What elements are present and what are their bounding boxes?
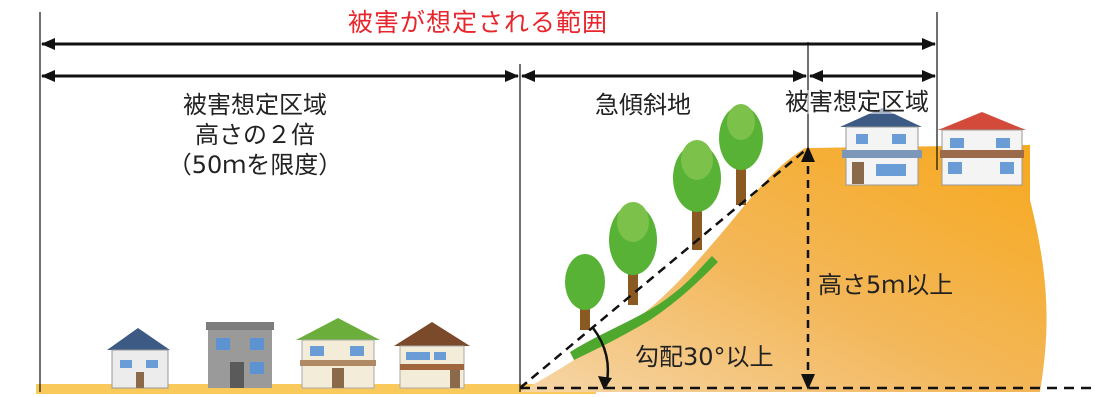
height-arrow-head-top (801, 146, 815, 162)
height-arrow-head-bottom (801, 374, 815, 390)
tree-1 (565, 254, 605, 330)
right-zone-label: 被害想定区域 (785, 88, 929, 116)
trees (565, 104, 763, 330)
house-gray (206, 322, 274, 388)
left-zone-line-2: 高さの２倍 (195, 121, 315, 149)
left-zone-label: 被害想定区域 高さの２倍 （50ｍを限度） (160, 90, 350, 180)
hill (520, 145, 1047, 392)
house-blue-roof (107, 328, 170, 389)
slope-line-dashed (519, 147, 809, 389)
tree-4 (719, 104, 763, 205)
house-hilltop-blue (840, 108, 922, 186)
tree-3 (673, 140, 721, 250)
grass-strip (570, 256, 718, 360)
slope-zone-label: 急傾斜地 (595, 91, 691, 119)
house-green-roof (296, 318, 380, 389)
gradient-label: 勾配30°以上 (635, 343, 774, 371)
left-zone-line-1: 被害想定区域 (183, 91, 327, 119)
tree-2 (609, 202, 657, 305)
height-label: 高さ5ｍ以上 (818, 271, 954, 299)
angle-arc-arrowhead (598, 376, 612, 390)
house-hilltop-red (938, 112, 1026, 186)
left-zone-line-3: （50ｍを限度） (167, 151, 343, 179)
ground-strip (36, 384, 596, 394)
diagram-title: 被害が想定される範囲 (348, 8, 609, 37)
house-brown-roof (394, 322, 470, 389)
